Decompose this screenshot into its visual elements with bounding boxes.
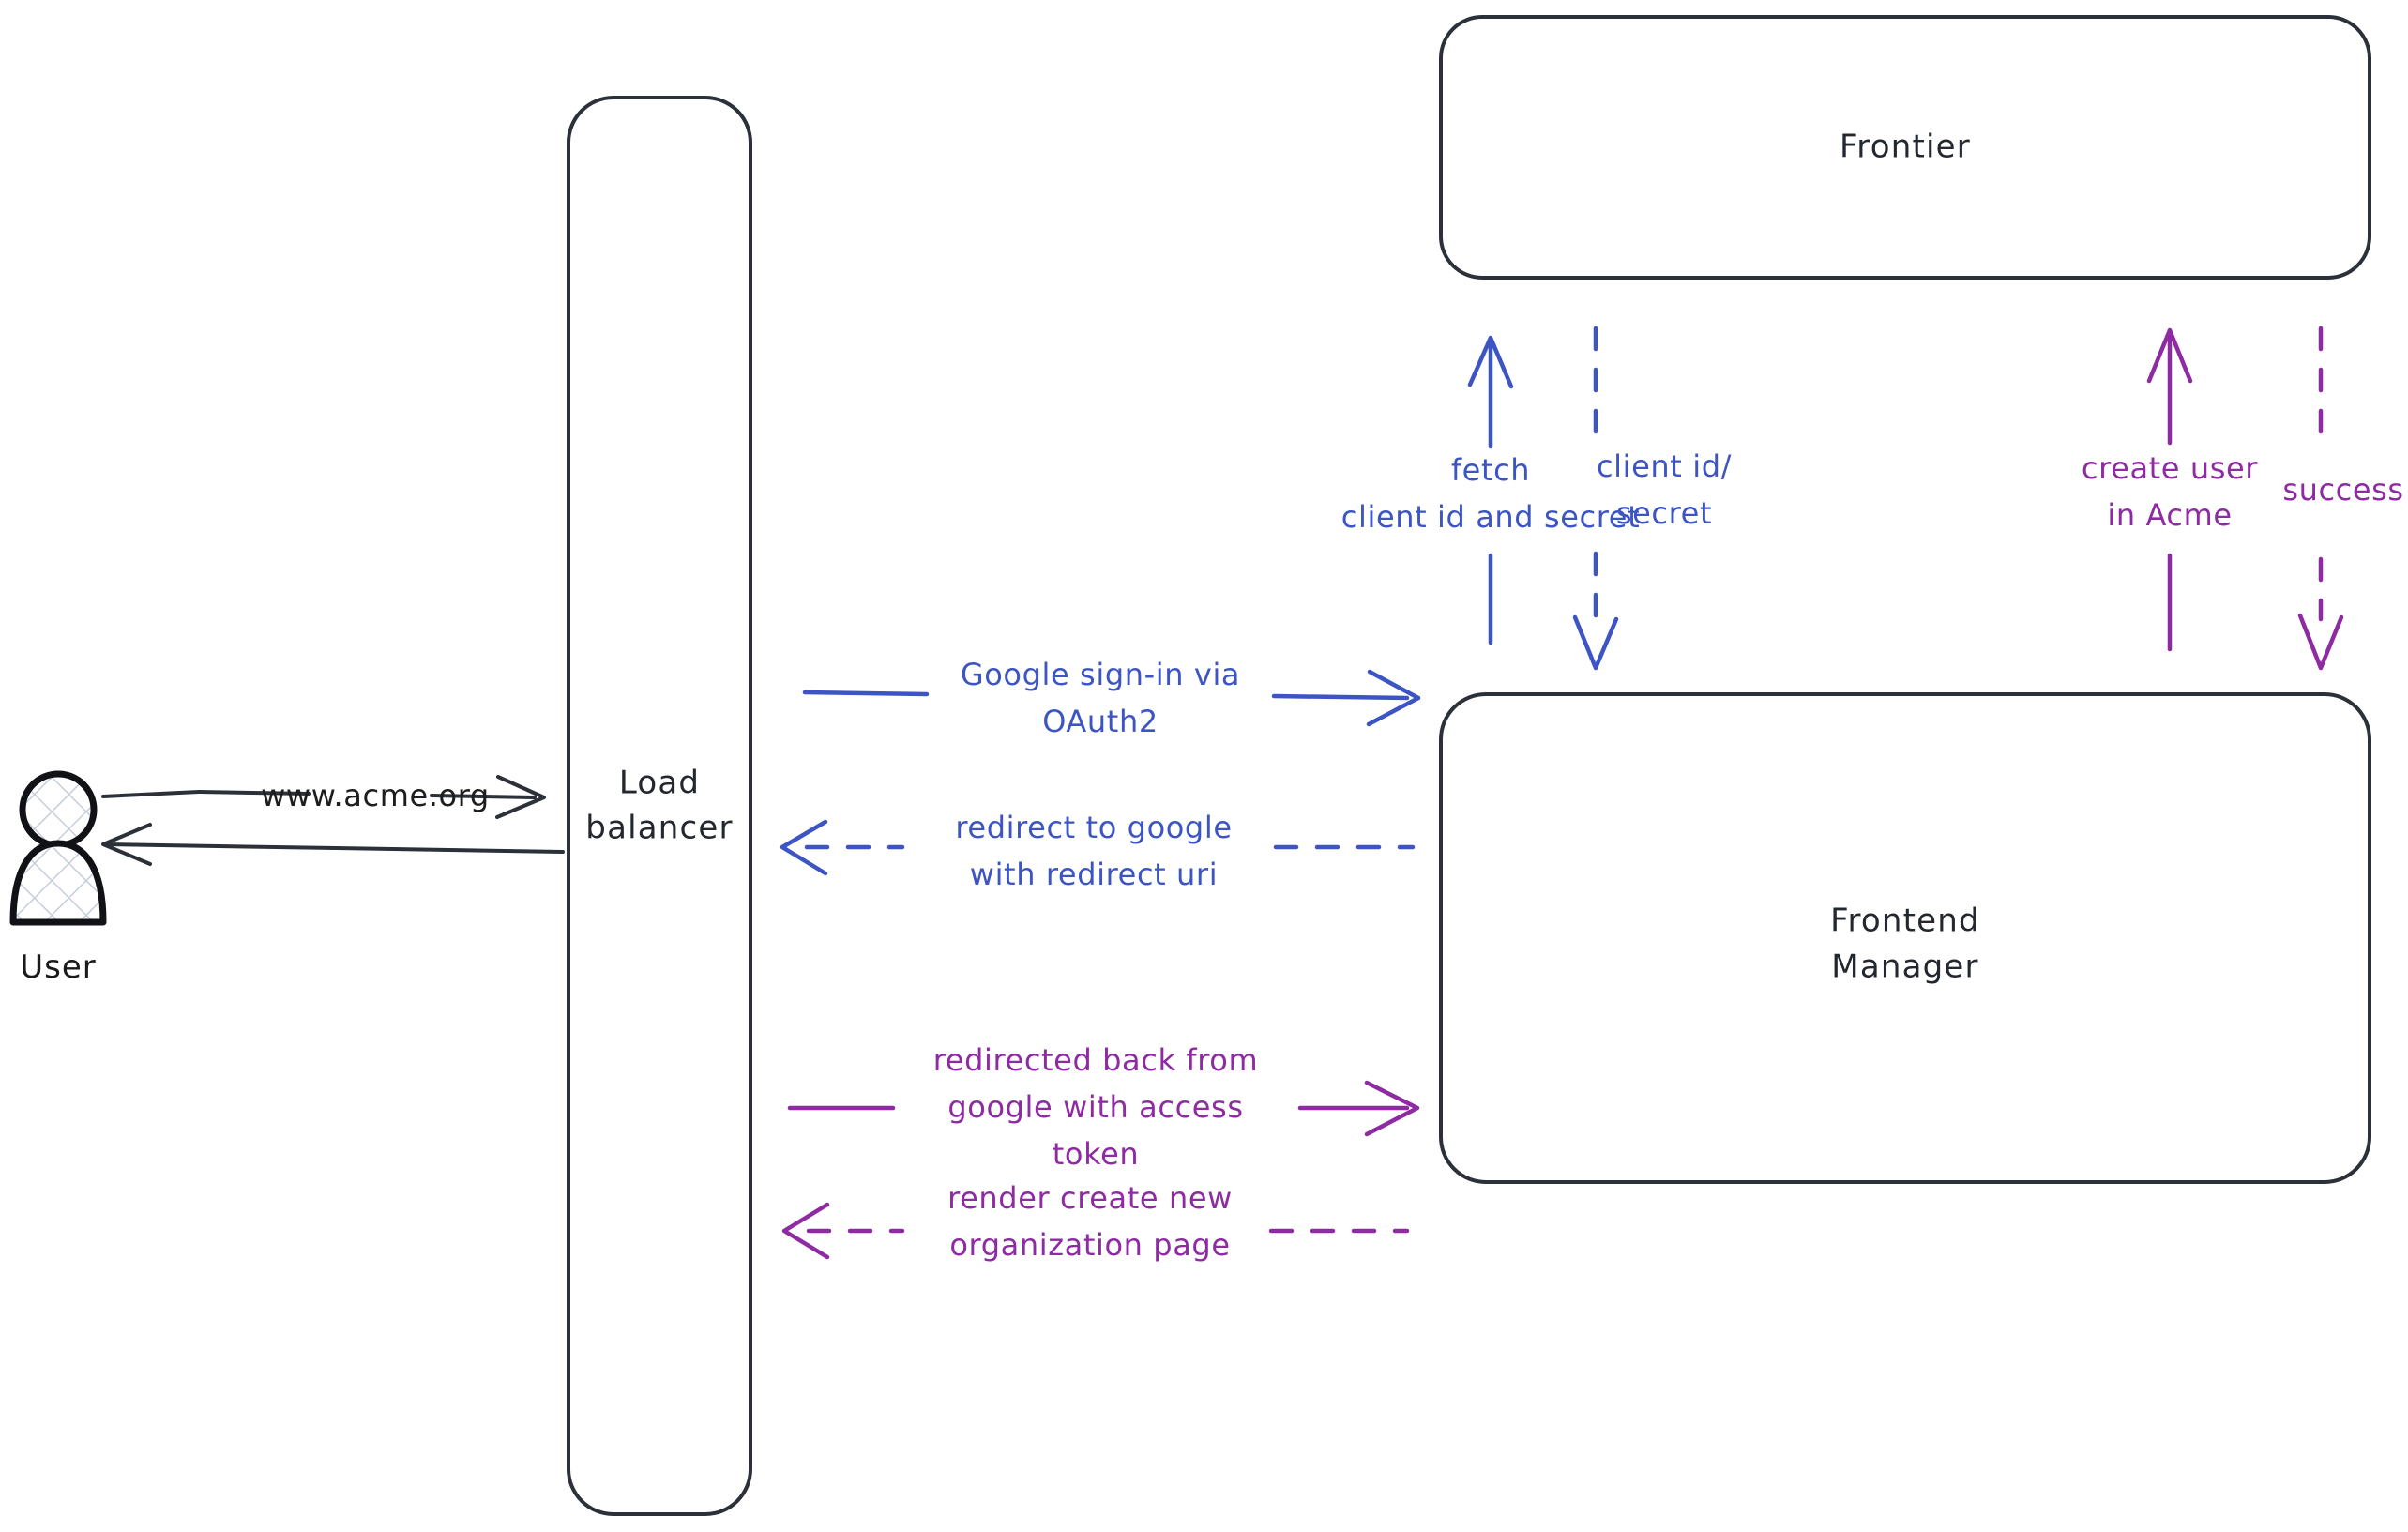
- edge-create-user-label-line1: create user: [2082, 450, 2258, 486]
- node-frontend-manager-label-line1: Frontend: [1830, 903, 1980, 940]
- node-frontier-label: Frontier: [1840, 129, 1971, 166]
- edge-client-id-secret-label-line2: secret: [1616, 495, 1712, 531]
- edge-redirected-back-label-line2: google with access: [947, 1089, 1243, 1125]
- edge-redirect-to-google[interactable]: redirect to google with redirect uri: [780, 810, 1416, 892]
- edge-fetch-client-id-label-line1: fetch: [1451, 452, 1530, 488]
- node-frontier[interactable]: Frontier: [1439, 15, 2371, 280]
- edge-success-label: success: [2282, 472, 2403, 508]
- edge-fetch-client-id[interactable]: fetch client id and secret: [1341, 335, 1640, 645]
- edge-render-create-org-label-line1: render create new: [947, 1180, 1233, 1216]
- node-load-balancer[interactable]: Load balancer: [567, 96, 752, 1516]
- edge-create-user[interactable]: create user in Acme: [2082, 327, 2258, 652]
- edge-client-id-secret[interactable]: client id/ secret: [1572, 326, 1732, 671]
- node-frontend-manager-label-line2: Manager: [1831, 948, 1978, 986]
- edge-lb-to-user[interactable]: [101, 823, 565, 866]
- edge-fetch-client-id-label-line2: client id and secret: [1341, 499, 1640, 535]
- node-load-balancer-label-line2: balancer: [585, 810, 733, 847]
- actor-user[interactable]: User: [9, 770, 107, 986]
- actor-user-label: User: [20, 948, 97, 986]
- node-load-balancer-label-line1: Load: [619, 765, 700, 802]
- edge-user-to-lb[interactable]: www.acme.org: [101, 775, 546, 819]
- edge-google-signin-label-line2: OAuth2: [1042, 704, 1159, 739]
- edge-redirected-back-label-line3: token: [1053, 1136, 1139, 1172]
- edge-client-id-secret-label-line1: client id/: [1597, 448, 1732, 484]
- person-actor-icon: [9, 770, 107, 926]
- edge-success[interactable]: success: [2282, 326, 2403, 671]
- node-frontend-manager[interactable]: Frontend Manager: [1439, 692, 2371, 1184]
- edge-redirect-to-google-label-line1: redirect to google: [955, 810, 1232, 845]
- edge-redirected-back[interactable]: redirected back from google with access …: [787, 1042, 1420, 1172]
- edge-google-signin[interactable]: Google sign-in via OAuth2: [802, 657, 1421, 739]
- edge-redirected-back-label-line1: redirected back from: [933, 1042, 1258, 1078]
- edge-google-signin-label-line1: Google sign-in via: [961, 657, 1240, 692]
- edge-user-to-lb-label: www.acme.org: [261, 778, 490, 813]
- edge-redirect-to-google-label-line2: with redirect uri: [970, 857, 1218, 892]
- edge-render-create-org[interactable]: render create new organization page: [781, 1180, 1410, 1263]
- edge-render-create-org-label-line2: organization page: [949, 1227, 1230, 1263]
- edge-create-user-label-line2: in Acme: [2107, 497, 2232, 533]
